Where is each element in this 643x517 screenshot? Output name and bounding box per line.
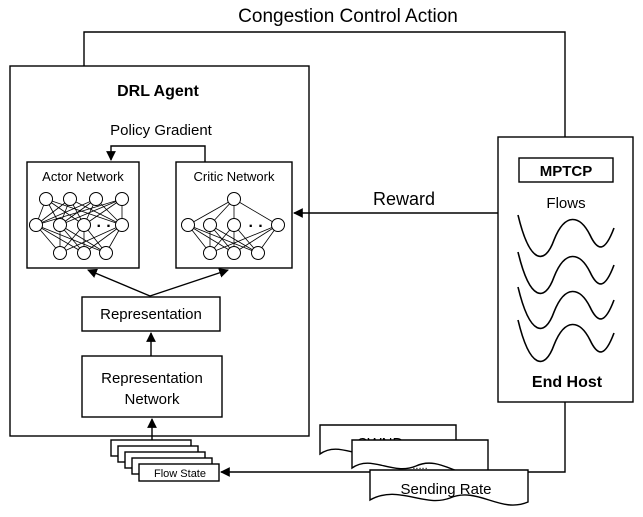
- end-host-label: End Host: [532, 374, 603, 391]
- representation-network-label-line1: Representation: [101, 370, 203, 387]
- reward-label: Reward: [373, 189, 435, 209]
- flows-label: Flows: [546, 195, 585, 212]
- state-arrow: [220, 402, 566, 477]
- representation-box: [81, 296, 221, 332]
- actor-ellipsis: · ·: [96, 218, 111, 235]
- policy-gradient-arrow: [106, 145, 206, 162]
- rep-to-actor-arrow: [87, 268, 151, 297]
- dots-label: .....: [412, 460, 427, 472]
- sending-rate-label: Sending Rate: [401, 481, 492, 498]
- actor-network-graph: · ·: [29, 192, 129, 260]
- critic-ellipsis: · ·: [248, 218, 263, 235]
- state-documents: CWND ..... Sending Rate: [319, 424, 529, 506]
- drl-agent-title: DRL Agent: [117, 83, 199, 100]
- rep-to-critic-arrow: [149, 268, 229, 297]
- representation-label: Representation: [100, 306, 202, 323]
- representation-network-label-line2: Network: [124, 391, 180, 408]
- critic-network-label: Critic Network: [194, 169, 275, 184]
- representation-network-box: [81, 355, 223, 418]
- policy-gradient-label: Policy Gradient: [110, 122, 213, 139]
- critic-network-graph: · ·: [181, 192, 285, 260]
- flow-state-label: Flow State: [154, 468, 206, 480]
- congestion-control-action-label: Congestion Control Action: [238, 6, 458, 27]
- action-arrow: [83, 31, 570, 156]
- mptcp-label: MPTCP: [540, 163, 593, 180]
- flow-waves: [517, 214, 615, 363]
- actor-network-label: Actor Network: [42, 169, 124, 184]
- mptcp-box: [518, 157, 614, 183]
- flow-state-stack: Flow State: [110, 439, 220, 482]
